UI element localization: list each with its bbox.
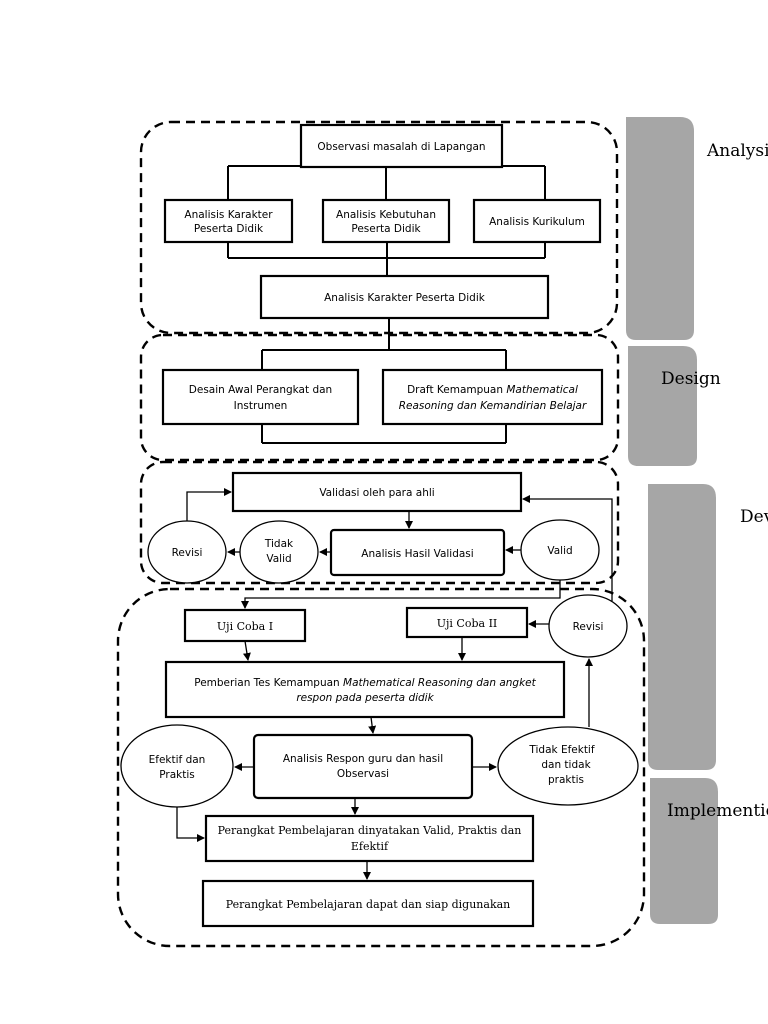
tidak-efektif-label-1: Tidak Efektif xyxy=(528,744,594,756)
box-analisis-respon: Analisis Respon guru dan hasil Observasi xyxy=(252,733,474,800)
efektif-label-1: Efektif dan xyxy=(149,754,206,766)
dinyatakan-label-2: Efektif xyxy=(351,840,389,853)
analysis-connectors xyxy=(227,165,546,350)
draft-label-1: Draft Kemampuan Mathematical xyxy=(407,384,578,396)
analisis-karakter-label-2: Peserta Didik xyxy=(194,223,264,235)
phase-label-develop: Develop xyxy=(740,507,768,527)
box-uji-coba-2: Uji Coba II xyxy=(405,606,529,639)
draft-label-2: Reasoning dan Kemandirian Belajar xyxy=(399,400,587,412)
group-border-design xyxy=(139,333,620,462)
analisis-respon-label-2: Observasi xyxy=(337,768,389,780)
box-analisis-karakter-summary: Analisis Karakter Peserta Didik xyxy=(259,274,550,320)
analisis-karakter-summary-label: Analisis Karakter Peserta Didik xyxy=(324,292,486,304)
tidak-efektif-label-3: praktis xyxy=(548,774,584,786)
phase-label-implemention: Implemention xyxy=(667,801,768,821)
box-observasi: Observasi masalah di Lapangan xyxy=(299,123,504,169)
ellipse-revisi-implement: Revisi xyxy=(548,594,628,658)
box-analisis-hasil-validasi: Analisis Hasil Validasi xyxy=(329,528,506,577)
analisis-hasil-label: Analisis Hasil Validasi xyxy=(361,548,473,560)
uji-coba-1-label: Uji Coba I xyxy=(217,620,273,633)
analisis-karakter-label-1: Analisis Karakter xyxy=(184,209,273,221)
tidak-valid-label-1: Tidak xyxy=(264,538,294,550)
pemberian-label-2: respon pada peserta didik xyxy=(296,692,434,704)
phase-bar-analysis xyxy=(626,117,694,340)
phase-bars xyxy=(626,117,718,924)
draft-prefix: Draft Kemampuan xyxy=(407,384,506,396)
phase-label-design: Design xyxy=(661,369,721,389)
tidak-efektif-label-2: dan tidak xyxy=(541,759,591,771)
pemberian-prefix: Pemberian Tes Kemampuan xyxy=(194,677,343,689)
pemberian-italic-1: Mathematical Reasoning dan angket xyxy=(343,677,537,689)
design-connectors xyxy=(261,349,507,444)
box-analisis-kurikulum: Analisis Kurikulum xyxy=(472,198,602,244)
ellipse-tidak-valid: Tidak Valid xyxy=(239,520,319,584)
arrow-efektif-to-dinyatakan xyxy=(176,807,205,842)
efektif-label-2: Praktis xyxy=(159,769,194,781)
box-draft-kemampuan: Draft Kemampuan Mathematical Reasoning d… xyxy=(381,368,604,426)
analisis-respon-label-1: Analisis Respon guru dan hasil xyxy=(283,753,443,765)
valid-label: Valid xyxy=(547,545,572,557)
siap-label: Perangkat Pembelajaran dapat dan siap di… xyxy=(226,898,511,911)
box-perangkat-siap: Perangkat Pembelajaran dapat dan siap di… xyxy=(201,879,535,928)
box-analisis-karakter: Analisis Karakter Peserta Didik xyxy=(163,198,294,244)
group-border-implement xyxy=(116,587,646,948)
ellipse-tidak-efektif: Tidak Efektif dan tidak praktis xyxy=(497,726,639,806)
box-uji-coba-1: Uji Coba I xyxy=(183,608,307,643)
revisi-develop-label: Revisi xyxy=(172,547,203,559)
box-perangkat-dinyatakan: Perangkat Pembelajaran dinyatakan Valid,… xyxy=(204,814,535,863)
draft-italic-1: Mathematical xyxy=(506,384,578,396)
arrow-valid-to-uji-coba-1 xyxy=(241,580,561,609)
arrow-uji-coba-1-to-pemberian xyxy=(242,640,251,661)
box-analisis-kebutuhan: Analisis Kebutuhan Peserta Didik xyxy=(321,198,451,244)
desain-awal-label-2: Instrumen xyxy=(234,400,288,412)
arrow-pemberian-to-analisis-respon xyxy=(368,716,377,734)
group-border-develop xyxy=(139,460,620,585)
phase-label-analysis: Analysis xyxy=(706,141,768,161)
phase-bar-develop xyxy=(648,484,716,770)
box-desain-awal: Desain Awal Perangkat dan Instrumen xyxy=(161,368,360,426)
observasi-label: Observasi masalah di Lapangan xyxy=(317,141,485,153)
dinyatakan-label-1: Perangkat Pembelajaran dinyatakan Valid,… xyxy=(218,824,522,837)
desain-awal-label-1: Desain Awal Perangkat dan xyxy=(189,384,332,396)
ellipse-efektif-praktis: Efektif dan Praktis xyxy=(120,724,234,808)
ellipse-revisi-develop: Revisi xyxy=(147,520,227,584)
phase-bar-design xyxy=(628,346,697,466)
analisis-kebutuhan-label-2: Peserta Didik xyxy=(351,223,421,235)
arrow-revisi-to-validasi xyxy=(186,488,232,521)
arrow-revisi-to-validasi-top xyxy=(522,495,613,601)
uji-coba-2-label: Uji Coba II xyxy=(437,617,498,630)
pemberian-label-1: Pemberian Tes Kemampuan Mathematical Rea… xyxy=(194,677,536,689)
tidak-valid-label-2: Valid xyxy=(266,553,291,565)
ellipse-valid: Valid xyxy=(520,519,600,581)
revisi-implement-label: Revisi xyxy=(573,621,604,633)
validasi-label: Validasi oleh para ahli xyxy=(319,487,434,499)
box-pemberian-tes: Pemberian Tes Kemampuan Mathematical Rea… xyxy=(164,660,566,719)
analisis-kebutuhan-label-1: Analisis Kebutuhan xyxy=(336,209,436,221)
analisis-kurikulum-label: Analisis Kurikulum xyxy=(489,216,585,228)
phase-bar-implemention xyxy=(650,778,718,924)
box-validasi: Validasi oleh para ahli xyxy=(231,471,523,513)
